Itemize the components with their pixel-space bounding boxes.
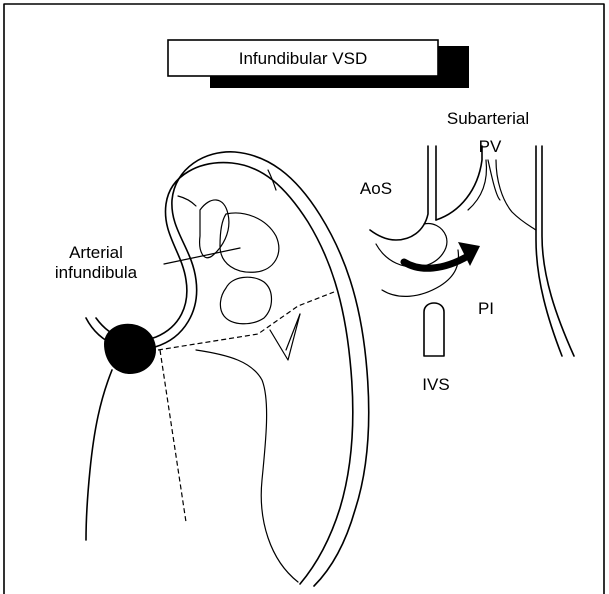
label-arterial-line1: Arterial [69,243,123,262]
pulmonary-valve-cusps [488,160,536,230]
septal-line-right [286,314,300,350]
infundibulum-cell-upper-left [200,200,229,258]
shunt-arrow-shaft [404,256,468,268]
aortic-cusp [376,224,447,268]
ivs-septum [424,303,444,356]
diagram-title: Infundibular VSD [239,49,368,68]
dashed-line-upper [158,292,334,350]
frame-border [4,4,604,594]
vsd-defect-marker [104,324,156,374]
pulmonary-wall-left [436,146,482,220]
infundibulum-cell-lower [220,277,271,324]
arterial-infundibula-leader [164,248,240,264]
trunk-segment-line-1 [178,196,196,206]
label-pv: PV [479,137,502,156]
septal-v-line [270,314,300,360]
dashed-line-lower [160,350,186,522]
label-aos: AoS [360,179,392,198]
label-ivs: IVS [422,375,449,394]
aortic-sinus-lower [382,250,458,296]
label-arterial-line2: infundibula [55,263,138,282]
label-subarterial: Subarterial [447,109,529,128]
pulmonary-wall-right [536,146,562,356]
septal-line-left [196,350,298,582]
label-pi: PI [478,299,494,318]
trunk-segment-line-2 [268,170,276,190]
pulmonary-wall-right-outer [542,146,574,356]
ventricle-free-wall [86,370,112,540]
pulmonary-wall-left-inner [468,160,486,210]
